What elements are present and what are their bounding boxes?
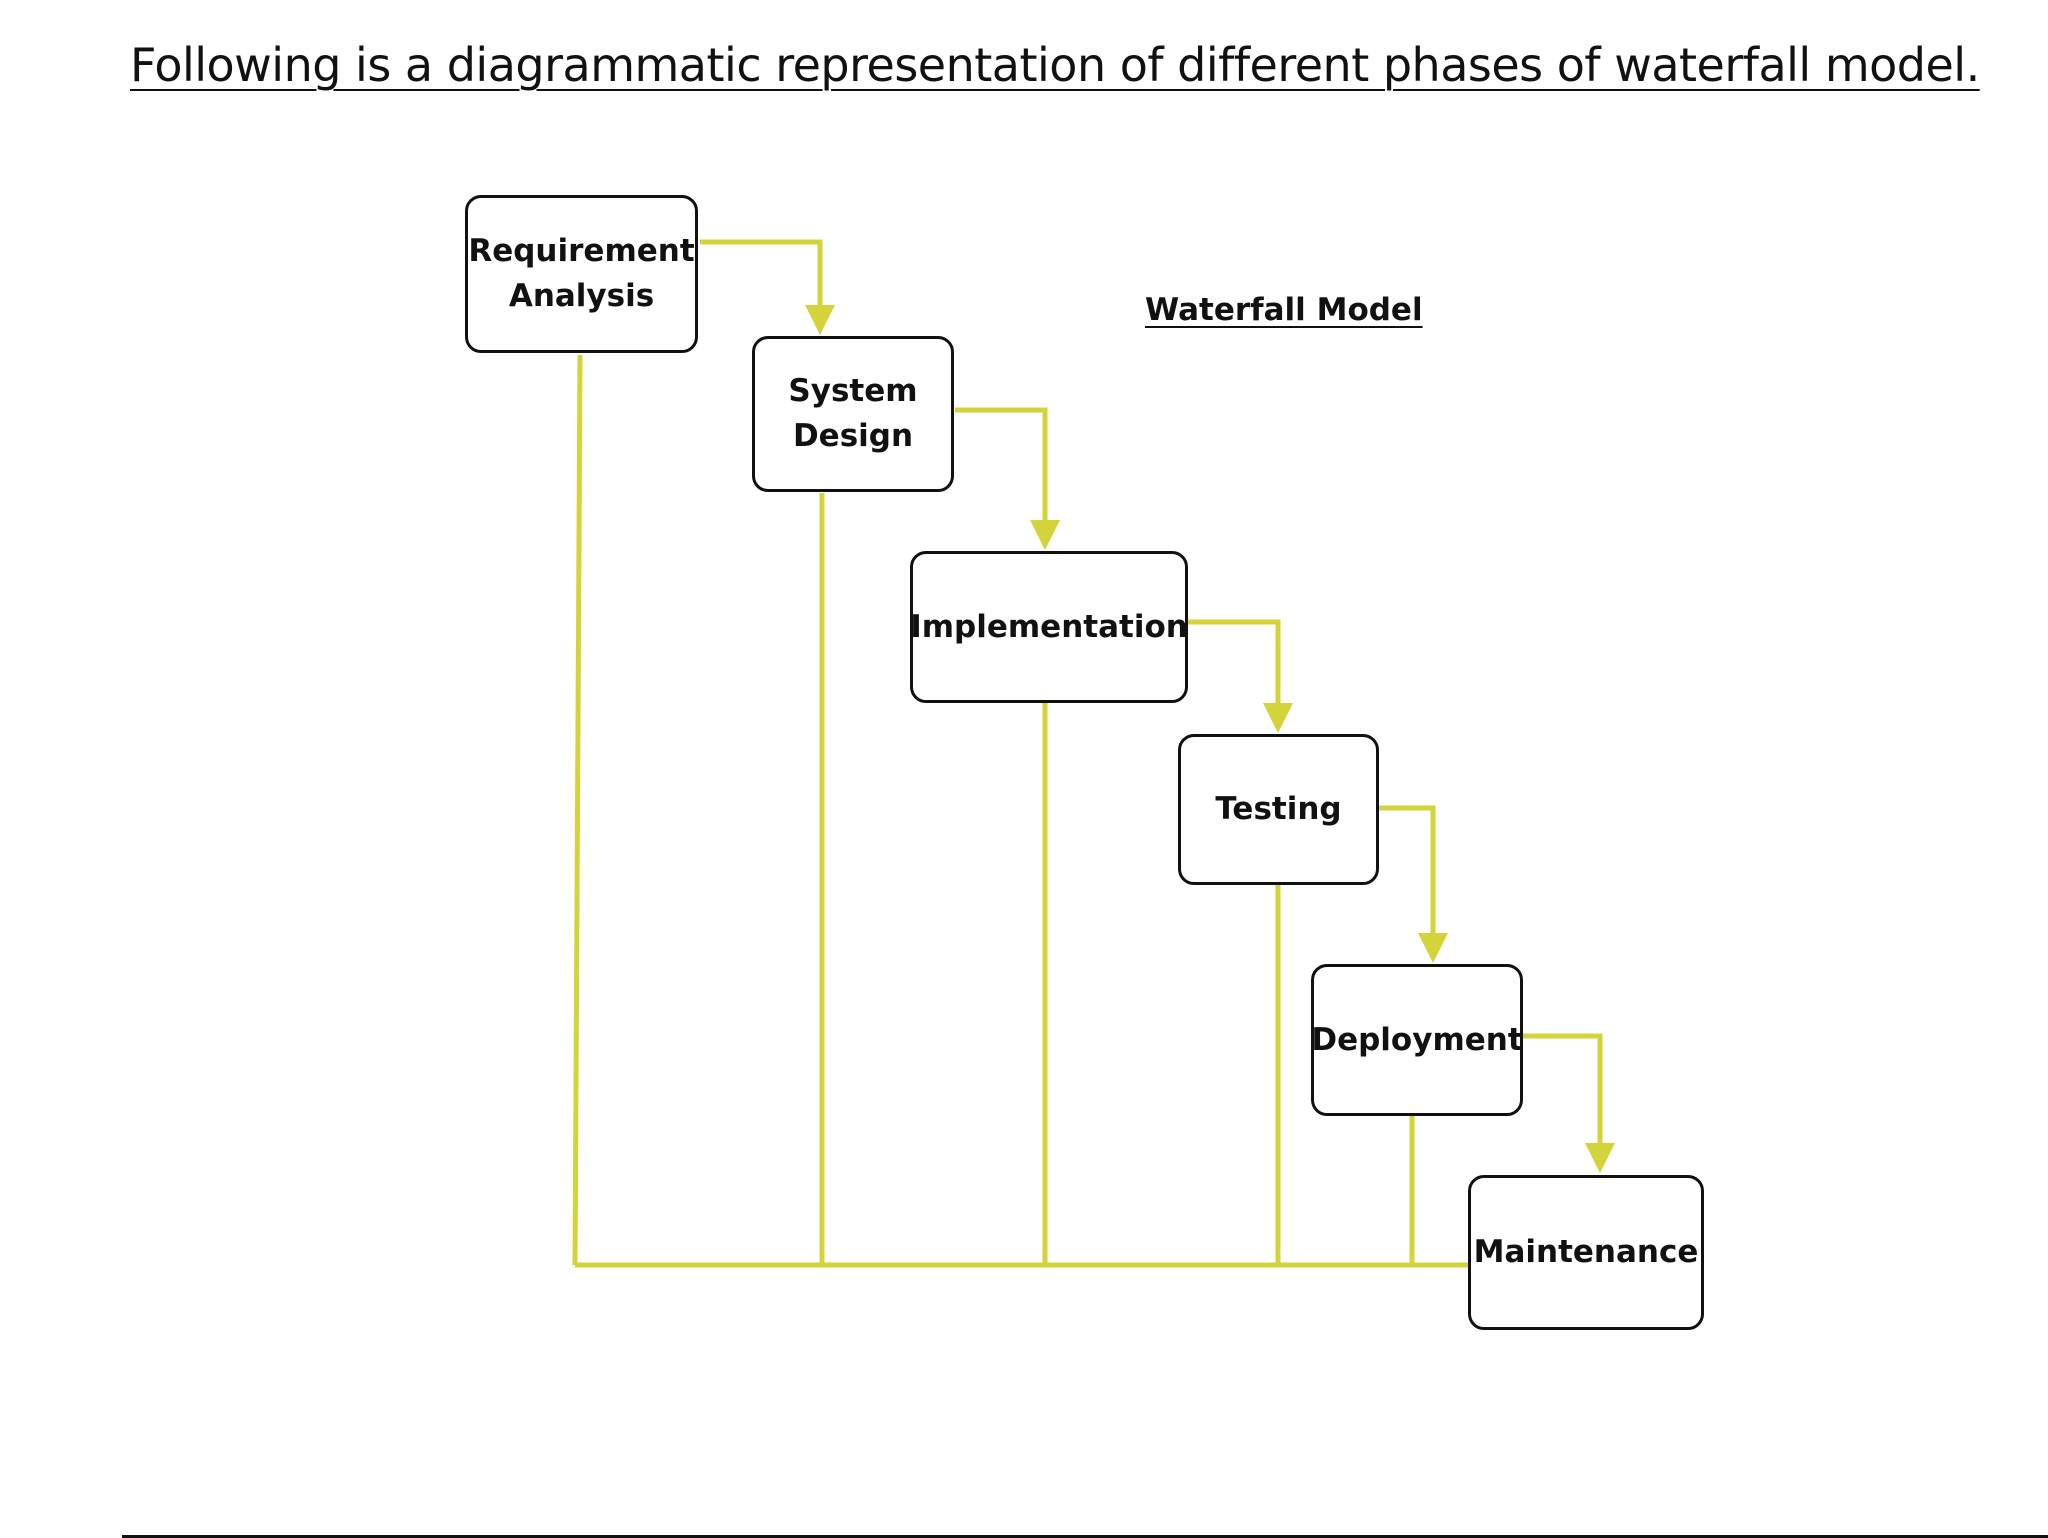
- phase-requirement-analysis: Requirement Analysis: [465, 195, 698, 353]
- phase-system-design: System Design: [752, 336, 954, 492]
- arrow-design-to-implementation: [955, 407, 1060, 550]
- diagram-title: Waterfall Model: [1145, 292, 1423, 328]
- arrow-requirement-to-design: [700, 239, 835, 335]
- phase-deployment: Deployment: [1311, 964, 1523, 1116]
- phase-maintenance: Maintenance: [1468, 1175, 1704, 1330]
- phase-testing: Testing: [1178, 734, 1379, 885]
- phase-implementation: Implementation: [910, 551, 1188, 703]
- feedback-line-requirement: [572, 354, 583, 1266]
- arrow-testing-to-deployment: [1378, 805, 1448, 963]
- page-heading: Following is a diagrammatic representati…: [130, 38, 1980, 92]
- arrow-deployment-to-maintenance: [1522, 1033, 1615, 1173]
- arrow-implementation-to-testing: [1188, 619, 1293, 733]
